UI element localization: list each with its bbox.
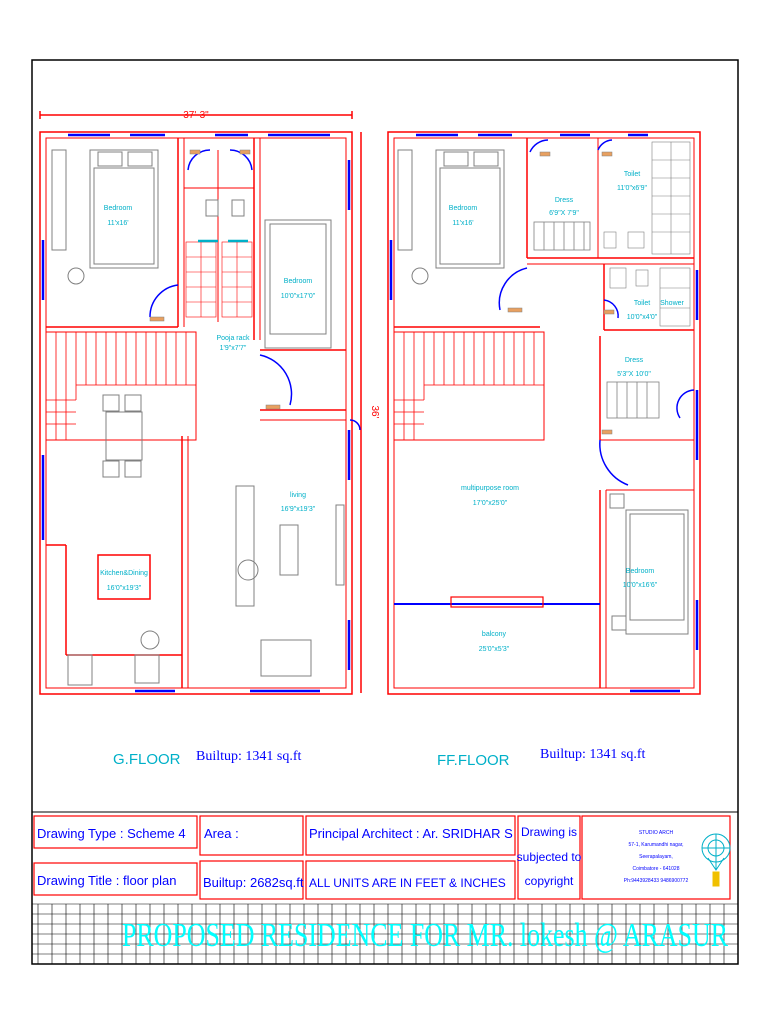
gf-room-name: Bedroom [104, 205, 133, 212]
ff-room-size: 11'x16' [452, 220, 473, 227]
gf-room-size: 16'9"x19'3" [281, 506, 316, 513]
studio-name: STUDIO ARCH [639, 830, 674, 836]
gf-room-size: 10'0"x17'0" [281, 293, 316, 300]
units-note: ALL UNITS ARE IN FEET & INCHES [309, 876, 506, 890]
ff-room-size: 10'0"x16'6" [623, 582, 658, 589]
ff-room-name: multipurpose room [461, 485, 519, 492]
ground-floor-plan: 37'-3" 36' [39, 110, 380, 695]
copyright-line-1: Drawing is [521, 825, 577, 839]
project-banner: PROPOSED RESIDENCE FOR MR. lokesh @ ARAS… [122, 917, 728, 954]
ff-room-size: 17'0"x25'0" [473, 500, 508, 507]
gf-room-name: Pooja rack [216, 335, 250, 342]
gf-room-name: living [290, 492, 306, 499]
ff-room-size: 5'3"X 10'0" [617, 371, 651, 378]
copyright-line-3: copyright [525, 874, 574, 888]
first-floor-plan: Bedroom 11'x16' Dress 6'9"X 7'9" Toilet … [387, 131, 701, 695]
ff-room-name: Toilet [634, 300, 650, 307]
drawing-title: Drawing Title : floor plan [37, 873, 176, 888]
first-floor-builtup: Builtup: 1341 sq.ft [540, 747, 646, 762]
copyright-line-2: subjected to [517, 850, 582, 864]
ff-room-name: Bedroom [449, 205, 478, 212]
title-block: Drawing Type : Scheme 4 Drawing Title : … [31, 811, 739, 965]
ff-room-name: Dress [555, 197, 574, 204]
ground-floor-builtup: Builtup: 1341 sq.ft [196, 749, 302, 764]
studio-address-2: Seerapalayam, [639, 854, 673, 860]
studio-phone: Ph:9443928433 9486900772 [624, 878, 689, 884]
first-floor-label: FF.FLOOR [437, 752, 510, 769]
ff-room-name: Shower [660, 300, 684, 307]
area-value: Builtup: 2682sq.ft [203, 875, 304, 890]
ff-room-size: 25'0"x5'3" [479, 646, 510, 653]
ff-room-size: 11'0"x6'9" [617, 185, 648, 192]
principal-architect: Principal Architect : Ar. SRIDHAR S [309, 826, 513, 841]
studio-address-1: 57-1, Karumandhi nagar, [628, 842, 683, 848]
gf-room-size: 16'0"x19'3" [107, 585, 142, 592]
ground-floor-label: G.FLOOR [113, 751, 181, 768]
area-label: Area : [204, 826, 239, 841]
ff-room-name: Dress [625, 357, 644, 364]
ff-room-size: 6'9"X 7'9" [549, 210, 579, 217]
ff-room-name: Toilet [624, 171, 640, 178]
ff-room-name: balcony [482, 631, 507, 638]
studio-logo-icon [701, 833, 731, 887]
gf-room-name: Bedroom [284, 278, 313, 285]
dim-overall-depth: 36' [369, 405, 380, 418]
drawing-type: Drawing Type : Scheme 4 [37, 826, 186, 841]
ff-room-name: Bedroom [626, 568, 655, 575]
ff-room-size: 10'0"x4'0" [627, 314, 658, 321]
gf-room-size: 11'x16' [107, 220, 128, 227]
studio-address-3: Coimbatore - 641028 [633, 866, 680, 872]
dim-overall-width: 37'-3" [183, 110, 209, 121]
gf-room-size: 1'9"x7'7" [220, 345, 247, 352]
gf-room-name: Kitchen&Dining [100, 570, 148, 577]
